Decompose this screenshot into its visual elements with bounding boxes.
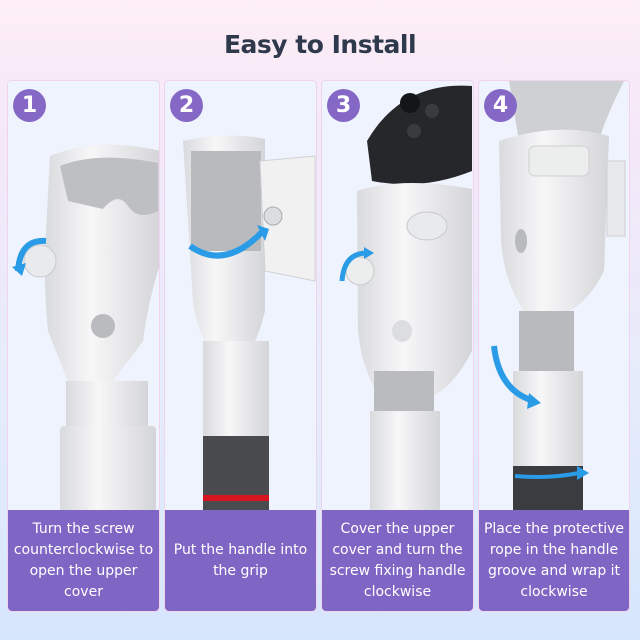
step-caption: Put the handle into the grip bbox=[165, 510, 316, 611]
step-caption: Cover the upper cover and turn the screw… bbox=[322, 510, 473, 611]
step-number-badge: 2 bbox=[170, 89, 203, 122]
step-image-rope-wrap-groove bbox=[479, 81, 629, 512]
step-image-grip-screw-open bbox=[8, 81, 159, 512]
step-panel-1: 1 Turn the screw counterclockwise to ope… bbox=[7, 80, 160, 612]
step-image-controller-in-grip-screw-tighten bbox=[322, 81, 473, 512]
step-panel-3: 3 Cover the upper cover and turn the scr… bbox=[321, 80, 474, 612]
step-panel-4: 4 Place the protective rope in the handl… bbox=[478, 80, 630, 612]
step-number-badge: 4 bbox=[484, 89, 517, 122]
step-image-grip-open-handle-insert bbox=[165, 81, 316, 512]
page-title: Easy to Install bbox=[223, 30, 417, 59]
step-panel-2: 2 Put the handle into the grip bbox=[164, 80, 317, 612]
step-caption: Place the protective rope in the handle … bbox=[479, 510, 629, 611]
step-number-badge: 3 bbox=[327, 89, 360, 122]
step-caption: Turn the screw counterclockwise to open … bbox=[8, 510, 159, 611]
step-number-badge: 1 bbox=[13, 89, 46, 122]
